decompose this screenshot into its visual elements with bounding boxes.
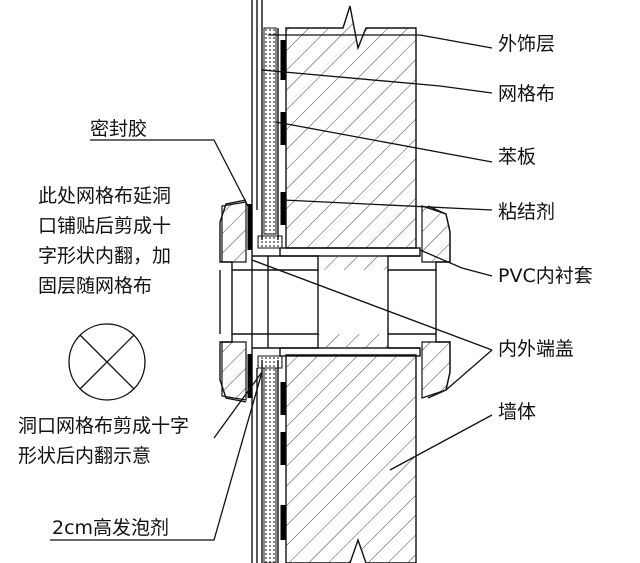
inner-cap-block-bottom [421,341,451,399]
label-mesh-note-4: 固层随网格布 [38,275,152,297]
label-cross-note-1: 洞口网格布剪成十字 [18,415,189,437]
wall-hole-hatch-top [318,256,388,270]
foam-lower [257,355,283,369]
label-mesh-note-1: 此处网格布延洞 [38,185,171,207]
label-mesh-cloth: 网格布 [498,83,555,105]
eps-board-upper [263,27,277,235]
label-eps-board: 苯板 [498,146,536,168]
right-labels: 外饰层 网格布 苯板 粘结剂 PVC内衬套 内外端盖 墙体 [498,33,593,423]
label-mesh-note-3: 字形状内翻，加 [38,245,171,267]
label-wall: 墙体 [498,401,536,423]
wall-lower [285,354,417,563]
leader-lines [50,34,493,541]
label-mesh-note-2: 口铺贴后剪成十 [38,215,171,237]
label-adhesive: 粘结剂 [498,201,555,223]
end-cap-block-bottom [221,341,247,401]
insulation-layers [251,0,286,563]
label-foam: 2cm高发泡剂 [52,517,169,539]
pipe-sleeve-assembly [219,199,451,403]
label-finish-layer: 外饰层 [498,33,555,55]
eps-board-lower [263,367,277,563]
inner-cap-block-top [421,205,451,263]
wall-hole-hatch-bottom [318,334,388,348]
cross-cut-symbol [68,323,146,401]
label-pvc-sleeve: PVC内衬套 [498,265,593,287]
foam-upper [257,235,283,249]
pvc-sleeve-top [279,247,421,257]
left-labels: 密封胶 此处网格布延洞 口铺贴后剪成十 字形状内翻，加 固层随网格布 洞口网格布… [18,118,189,539]
label-cross-note-2: 形状后内翻示意 [18,445,151,467]
wall-body [285,5,417,563]
label-sealant: 密封胶 [90,118,147,140]
label-end-caps: 内外端盖 [498,338,574,360]
end-cap-block-top [221,201,247,263]
